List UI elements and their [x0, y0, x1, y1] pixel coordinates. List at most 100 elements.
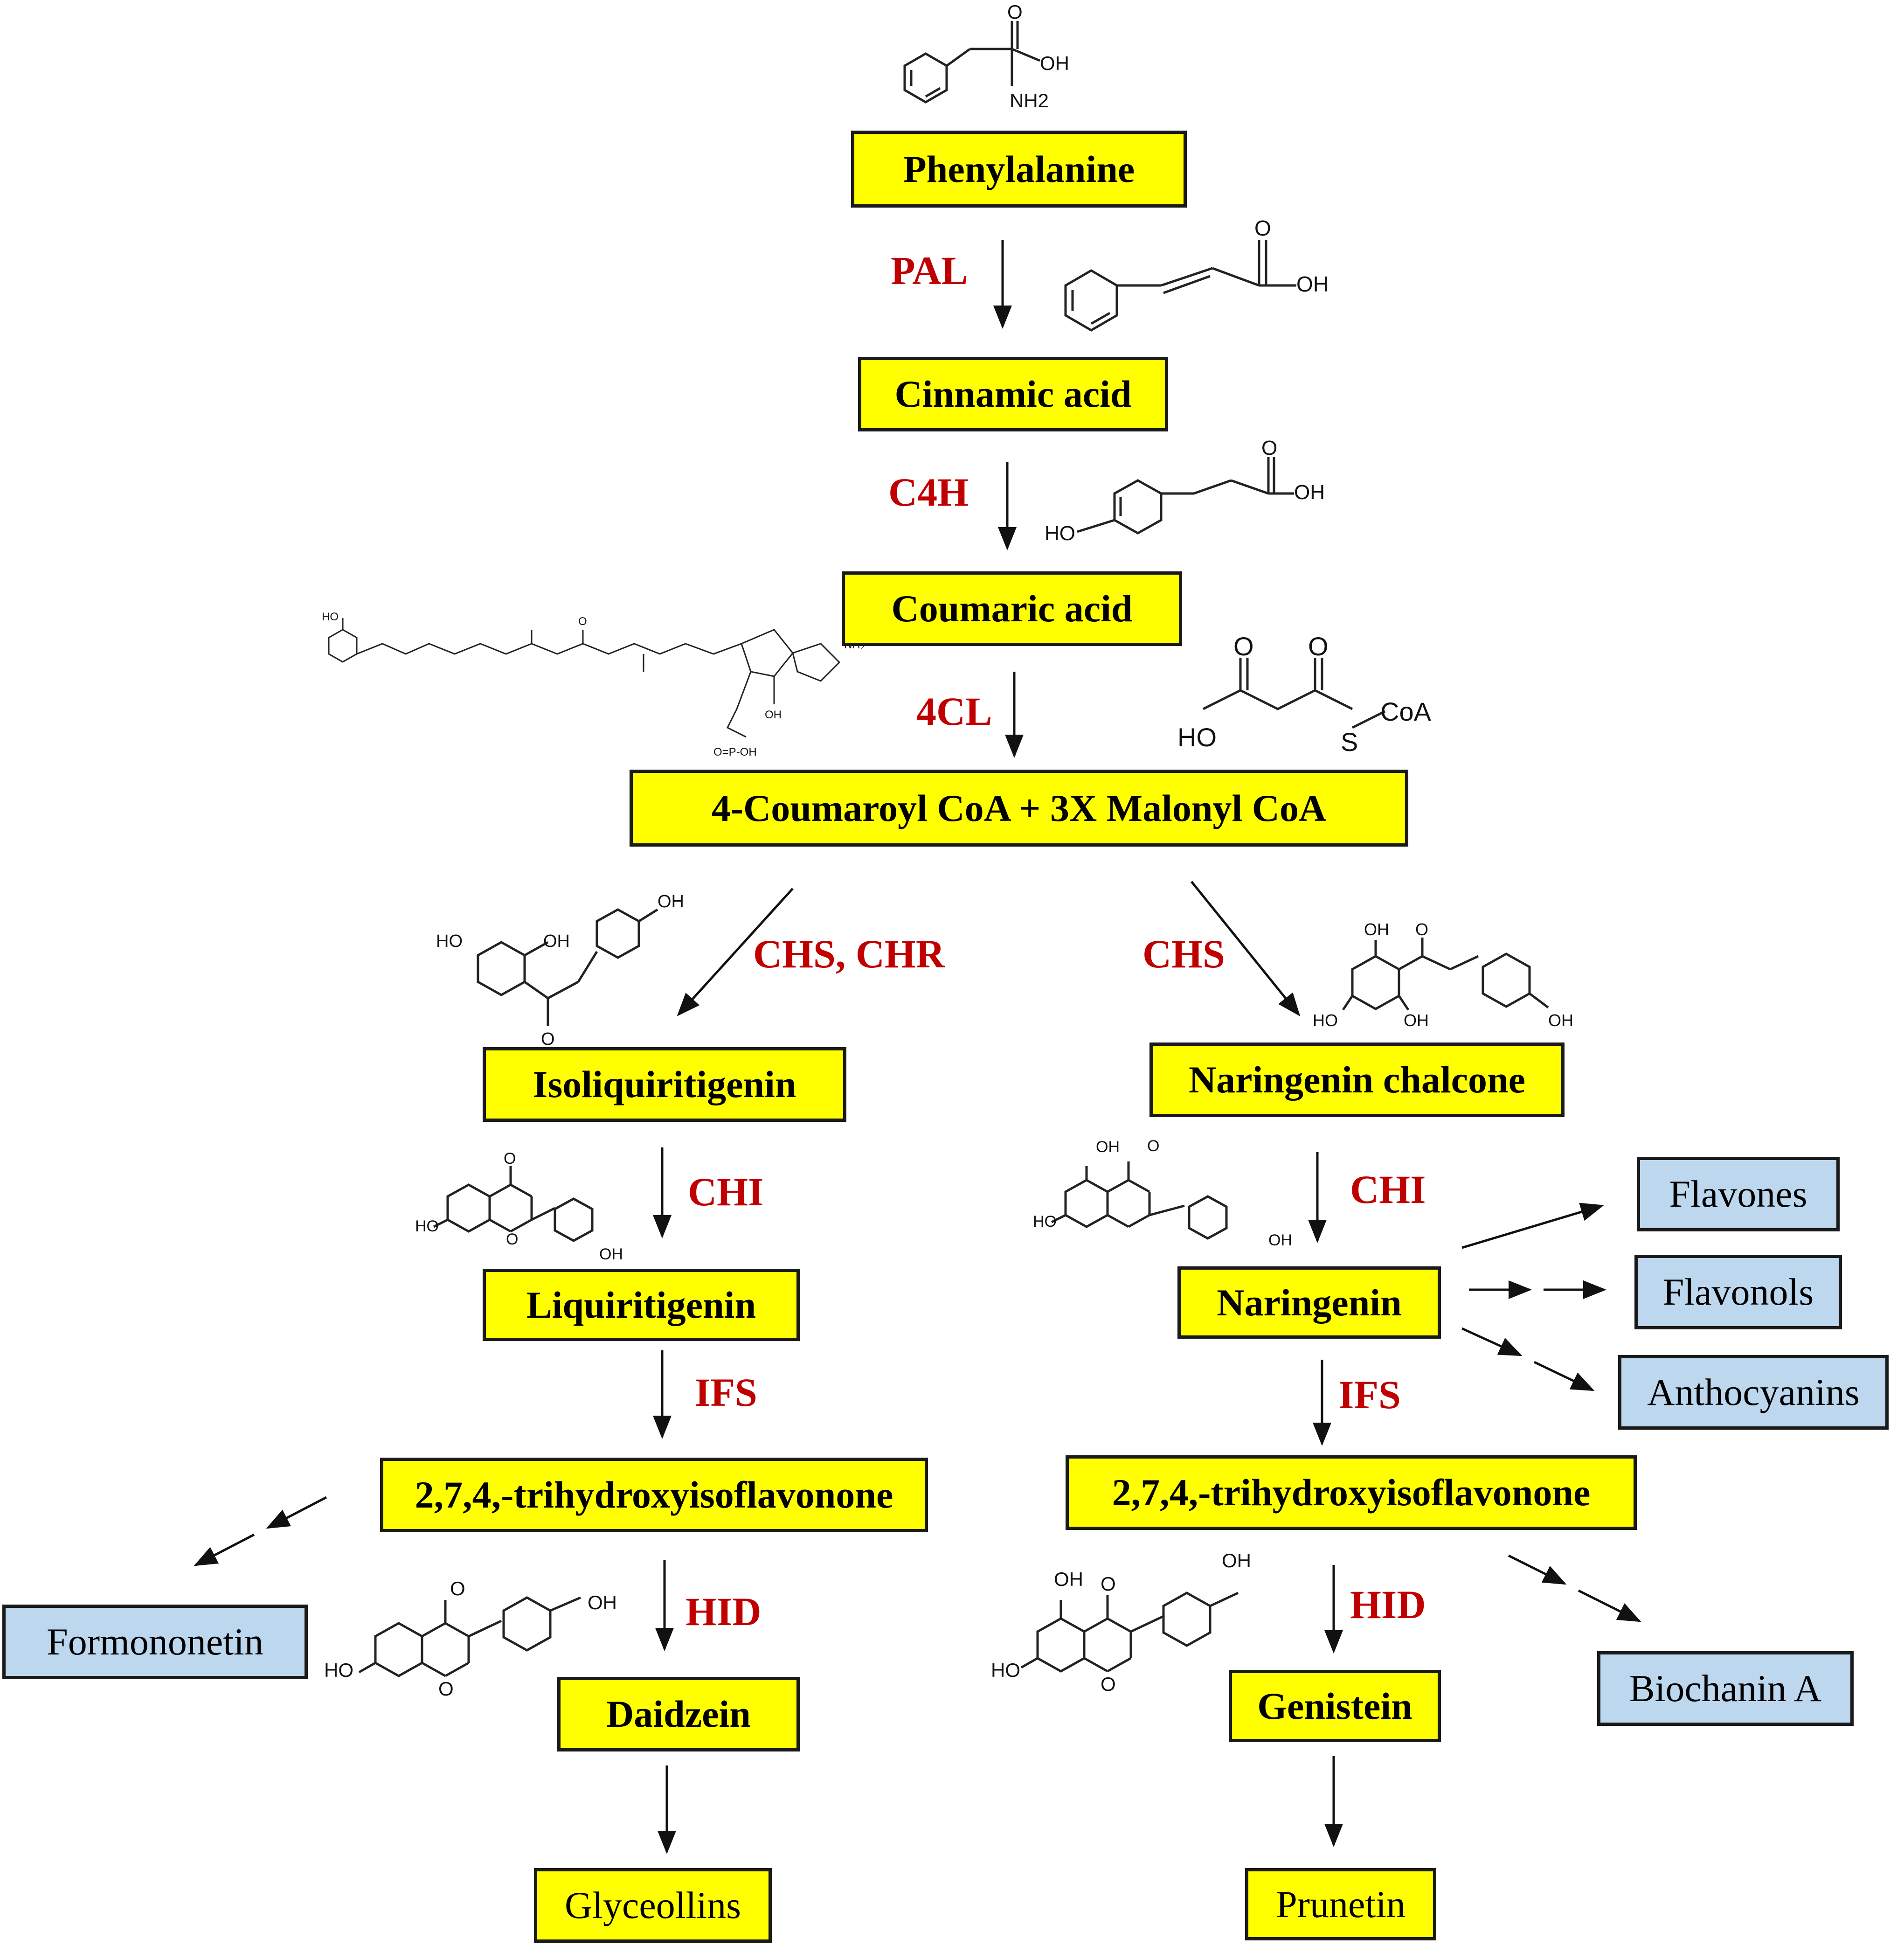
isoliquiritigenin-structure: HO OH O OH	[436, 892, 684, 1049]
naringenin-box: Naringenin	[1177, 1266, 1441, 1339]
phenylalanine-label: Phenylalanine	[903, 147, 1135, 190]
svg-text:OH: OH	[1268, 1231, 1292, 1249]
genistein-structure: OH O HO O OH	[991, 1550, 1251, 1695]
genistein-label: Genistein	[1257, 1684, 1412, 1727]
anthocyanins-label: Anthocyanins	[1647, 1371, 1860, 1413]
flavonols-box: Flavonols	[1634, 1255, 1842, 1329]
daidzein-structure: HO O O OH	[324, 1578, 617, 1700]
daidzein-box: Daidzein	[557, 1677, 800, 1751]
formononetin-label: Formononetin	[47, 1620, 263, 1663]
arrow-formononetin-1	[266, 1496, 327, 1529]
svg-text:O: O	[1101, 1673, 1116, 1695]
phenylalanine-structure: OH O NH2	[903, 1, 1069, 111]
svg-text:O: O	[578, 615, 587, 628]
cinnamic-acid-box: Cinnamic acid	[858, 357, 1168, 431]
svg-text:OH: OH	[1364, 920, 1389, 939]
thif-left-box: 2,7,4,-trihydroxyisoflavonone	[380, 1458, 928, 1532]
naringenin-structure: OH O HO OH	[1033, 1137, 1292, 1249]
coumaric-acid-structure: HO O OH	[1045, 437, 1325, 545]
svg-text:O: O	[1233, 632, 1254, 661]
svg-text:O: O	[1254, 216, 1271, 240]
naringenin-label: Naringenin	[1217, 1281, 1402, 1324]
svg-text:HO: HO	[1033, 1213, 1057, 1230]
svg-text:O: O	[541, 1029, 555, 1049]
arrow-anthocyanins-1	[1461, 1327, 1523, 1356]
flavones-label: Flavones	[1669, 1173, 1807, 1215]
cinnamic-acid-label: Cinnamic acid	[894, 373, 1132, 415]
glyceollins-box: Glyceollins	[534, 1868, 772, 1943]
coumaric-acid-label: Coumaric acid	[891, 587, 1133, 630]
cinnamic-acid-structure: O OH	[1064, 216, 1329, 332]
coumaroyl-coa-structure: HO NH₂ O O=P-OH OH	[322, 611, 865, 758]
svg-text:OH: OH	[1548, 1011, 1573, 1030]
liquiritigenin-structure: HO O O OH	[415, 1150, 623, 1263]
svg-text:OH: OH	[1294, 481, 1325, 504]
svg-text:OH: OH	[588, 1592, 617, 1613]
glyceollins-label: Glyceollins	[564, 1884, 741, 1926]
arrow-flavones	[1461, 1202, 1604, 1249]
liquiritigenin-label: Liquiritigenin	[526, 1283, 756, 1326]
coa-box: 4-Coumaroyl CoA + 3X Malonyl CoA	[630, 770, 1408, 847]
svg-text:HO: HO	[1045, 522, 1075, 545]
malonyl-coa-structure: O O HO S CoA	[1177, 632, 1432, 757]
svg-text:O: O	[1308, 632, 1329, 661]
flavones-box: Flavones	[1637, 1157, 1840, 1231]
enzyme-ifs-left: IFS	[695, 1370, 757, 1415]
liquiritigenin-box: Liquiritigenin	[483, 1269, 800, 1341]
svg-text:S: S	[1341, 727, 1358, 757]
svg-text:OH: OH	[1222, 1550, 1251, 1571]
svg-text:O: O	[506, 1230, 518, 1248]
enzyme-c4h: C4H	[888, 470, 969, 514]
phenylalanine-box: Phenylalanine	[851, 131, 1187, 208]
svg-text:O: O	[1415, 920, 1428, 939]
enzyme-chs: CHS	[1142, 931, 1225, 976]
biochanin-a-box: Biochanin A	[1597, 1651, 1854, 1726]
svg-text:OH: OH	[1040, 52, 1069, 74]
svg-text:O=P-OH: O=P-OH	[713, 746, 757, 758]
formononetin-box: Formononetin	[2, 1605, 308, 1679]
svg-text:CoA: CoA	[1380, 697, 1432, 726]
svg-text:O: O	[450, 1578, 465, 1599]
svg-text:NH2: NH2	[1010, 90, 1049, 111]
daidzein-label: Daidzein	[606, 1693, 751, 1735]
anthocyanins-box: Anthocyanins	[1618, 1355, 1889, 1430]
svg-text:OH: OH	[1054, 1568, 1083, 1590]
enzyme-pal: PAL	[891, 248, 968, 293]
svg-text:O: O	[1147, 1137, 1159, 1155]
enzyme-hid-right: HID	[1350, 1582, 1426, 1627]
arrow-chs-chr	[677, 888, 794, 1016]
enzyme-chi-right: CHI	[1350, 1167, 1426, 1212]
thif-right-box: 2,7,4,-trihydroxyisoflavonone	[1066, 1455, 1637, 1530]
svg-text:OH: OH	[1096, 1138, 1120, 1156]
enzyme-hid-left: HID	[685, 1589, 762, 1634]
arrow-formononetin-2	[194, 1533, 255, 1566]
svg-text:OH: OH	[765, 709, 782, 721]
coa-label: 4-Coumaroyl CoA + 3X Malonyl CoA	[711, 786, 1327, 829]
arrow-chs	[1191, 881, 1301, 1016]
naringenin-chalcone-structure: OH O HO OH OH	[1313, 920, 1573, 1030]
isoliquiritigenin-label: Isoliquiritigenin	[533, 1063, 796, 1105]
svg-text:HO: HO	[322, 611, 339, 623]
coumaric-acid-box: Coumaric acid	[842, 571, 1182, 646]
svg-text:OH: OH	[543, 931, 570, 951]
thif-right-label: 2,7,4,-trihydroxyisoflavonone	[1112, 1471, 1591, 1514]
naringenin-chalcone-label: Naringenin chalcone	[1188, 1058, 1526, 1101]
flavonols-label: Flavonols	[1662, 1271, 1814, 1313]
prunetin-box: Prunetin	[1245, 1868, 1436, 1940]
biochanin-a-label: Biochanin A	[1629, 1667, 1822, 1710]
svg-text:HO: HO	[1313, 1011, 1338, 1030]
svg-text:HO: HO	[324, 1659, 353, 1681]
svg-text:O: O	[1101, 1573, 1116, 1595]
arrow-biochanin-2	[1578, 1589, 1641, 1622]
svg-text:HO: HO	[1177, 723, 1217, 752]
isoliquiritigenin-box: Isoliquiritigenin	[483, 1047, 846, 1122]
enzyme-4cl: 4CL	[916, 689, 992, 734]
naringenin-chalcone-box: Naringenin chalcone	[1149, 1042, 1565, 1117]
arrow-anthocyanins-2	[1533, 1361, 1595, 1391]
prunetin-label: Prunetin	[1276, 1883, 1405, 1925]
svg-text:O: O	[1007, 1, 1023, 23]
enzyme-chs-chr: CHS, CHR	[753, 931, 945, 976]
svg-text:HO: HO	[415, 1217, 439, 1235]
